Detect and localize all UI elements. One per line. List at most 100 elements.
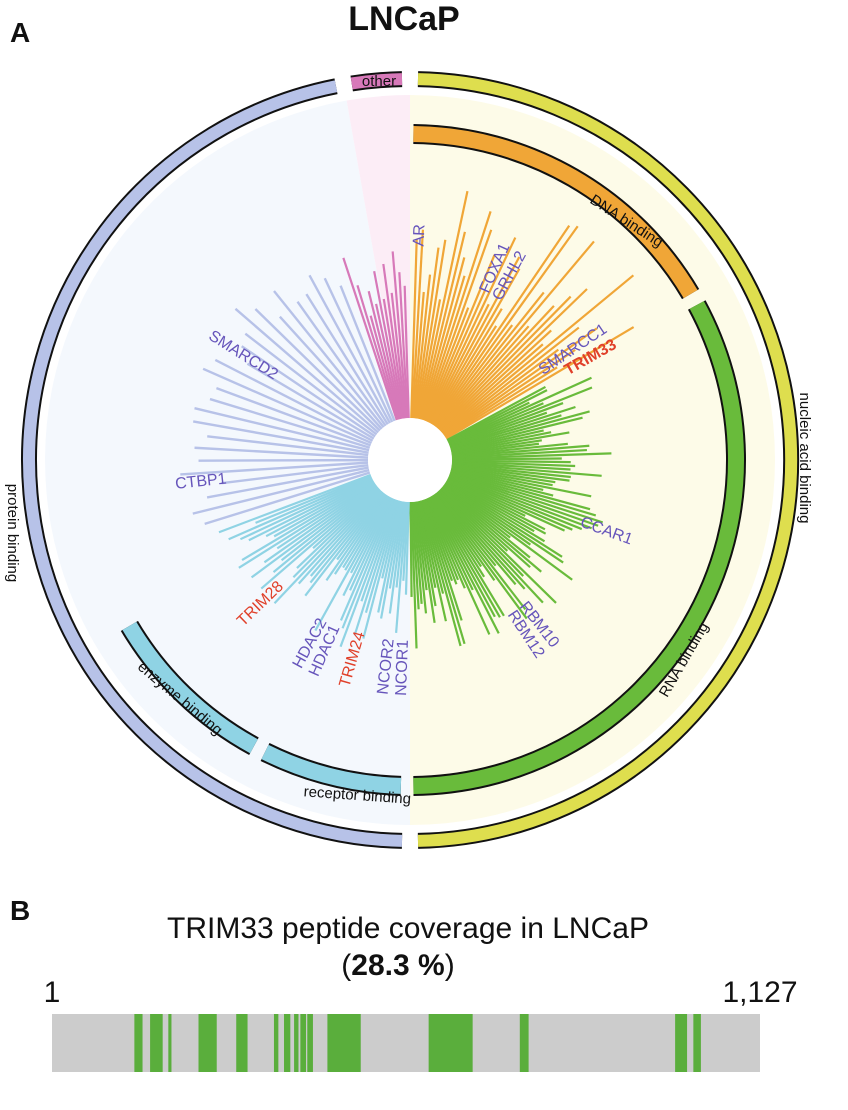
bar-dna bbox=[417, 190, 469, 420]
bar-rna bbox=[427, 497, 474, 591]
bar-protein bbox=[323, 277, 394, 423]
bar-enzyme bbox=[342, 497, 393, 597]
bar-rna bbox=[435, 491, 497, 567]
bar-enzyme bbox=[309, 491, 384, 577]
coverage-segment bbox=[428, 1014, 473, 1072]
bar-protein bbox=[215, 387, 372, 447]
bar-dna bbox=[437, 305, 555, 431]
bar-dna bbox=[416, 299, 442, 419]
inner-arc-dna-fill bbox=[413, 126, 698, 299]
bar-rna bbox=[450, 416, 583, 452]
bar-rna bbox=[451, 460, 576, 468]
inner-arc-enzyme bbox=[120, 620, 259, 755]
coverage-segment bbox=[134, 1014, 143, 1072]
bar-protein bbox=[296, 301, 387, 427]
outer-arc-protein bbox=[21, 78, 403, 849]
bar-rna bbox=[451, 462, 602, 477]
bar-protein bbox=[194, 407, 370, 452]
bar-rna bbox=[450, 470, 591, 511]
bar-dna bbox=[440, 329, 552, 433]
bar-rna bbox=[451, 465, 556, 484]
coverage-percent-open: ( bbox=[341, 949, 351, 982]
outer-arc-other bbox=[350, 71, 403, 92]
bar-enzyme bbox=[404, 501, 410, 595]
bar-other bbox=[403, 285, 410, 419]
bar-rna bbox=[447, 376, 592, 444]
bar-dna bbox=[421, 211, 492, 421]
bar-rna bbox=[449, 470, 597, 517]
bar-rna bbox=[432, 494, 483, 568]
bar-rna bbox=[450, 410, 590, 451]
coverage-segment bbox=[284, 1014, 291, 1072]
bar-enzyme bbox=[292, 489, 382, 579]
bar-rna bbox=[428, 496, 500, 634]
bar-dna bbox=[445, 326, 635, 440]
bar-dna bbox=[429, 268, 521, 425]
bar-protein bbox=[180, 461, 369, 476]
bar-rna bbox=[441, 485, 531, 559]
bar-enzyme bbox=[377, 500, 403, 613]
bar-dna bbox=[418, 231, 466, 420]
inner-arc-enzyme-fill bbox=[122, 621, 258, 754]
bar-rna bbox=[426, 497, 491, 635]
bar-rna bbox=[448, 474, 583, 531]
bar-enzyme bbox=[238, 481, 376, 569]
bar-protein bbox=[273, 290, 385, 429]
bar-rna bbox=[443, 484, 573, 581]
coverage-segment bbox=[294, 1014, 299, 1072]
bar-rna bbox=[449, 411, 548, 448]
outer-arcs bbox=[21, 71, 800, 849]
bar-protein bbox=[308, 274, 391, 424]
bar-dna bbox=[419, 257, 466, 420]
coverage-segment bbox=[519, 1014, 529, 1072]
bar-enzyme bbox=[349, 497, 394, 591]
bar-rna bbox=[446, 478, 546, 531]
bar-other bbox=[373, 271, 404, 419]
bar-dna bbox=[415, 239, 447, 419]
coverage-segment bbox=[236, 1014, 248, 1072]
bar-rna bbox=[434, 493, 528, 620]
bar-rna bbox=[419, 500, 462, 647]
coverage-segment bbox=[327, 1014, 361, 1072]
bar-rna bbox=[449, 471, 604, 524]
bar-rna bbox=[440, 487, 531, 568]
bar-rna bbox=[450, 431, 552, 453]
bar-enzyme bbox=[339, 498, 397, 648]
bar-protein bbox=[278, 315, 383, 430]
bar-dna bbox=[442, 326, 580, 435]
bar-dna bbox=[443, 327, 598, 437]
coverage-segment bbox=[307, 1014, 313, 1072]
bar-rna bbox=[443, 483, 532, 546]
bar-protein bbox=[204, 471, 371, 526]
bar-dna bbox=[414, 247, 440, 419]
bar-rna bbox=[445, 480, 546, 543]
bar-rna bbox=[447, 476, 566, 532]
bar-dna bbox=[437, 325, 530, 430]
bar-dna bbox=[423, 307, 470, 422]
coverage-segment bbox=[198, 1014, 217, 1072]
bar-enzyme bbox=[381, 500, 402, 579]
bar-rna bbox=[451, 461, 571, 471]
bar-enzyme bbox=[296, 488, 381, 569]
bar-rna bbox=[450, 467, 592, 498]
gene-label: NCOR2 bbox=[375, 638, 398, 696]
bar-protein bbox=[241, 345, 376, 438]
bar-enzyme bbox=[388, 501, 405, 589]
bar-protein bbox=[207, 435, 369, 457]
bar-rna bbox=[445, 479, 535, 533]
bar-protein bbox=[305, 293, 389, 426]
bar-enzyme bbox=[255, 474, 372, 524]
bar-enzyme bbox=[336, 493, 387, 561]
bar-rna bbox=[451, 452, 612, 460]
bar-enzyme bbox=[272, 485, 379, 573]
bar-enzyme bbox=[260, 486, 379, 590]
gene-label: CTBP1 bbox=[174, 471, 227, 493]
bar-enzyme bbox=[395, 501, 407, 588]
bar-enzyme bbox=[342, 495, 389, 569]
bar-rna bbox=[451, 442, 540, 456]
bar-dna bbox=[433, 225, 579, 427]
bar-enzyme bbox=[263, 483, 377, 564]
bar-rna bbox=[449, 405, 576, 449]
bar-dna bbox=[443, 348, 560, 436]
